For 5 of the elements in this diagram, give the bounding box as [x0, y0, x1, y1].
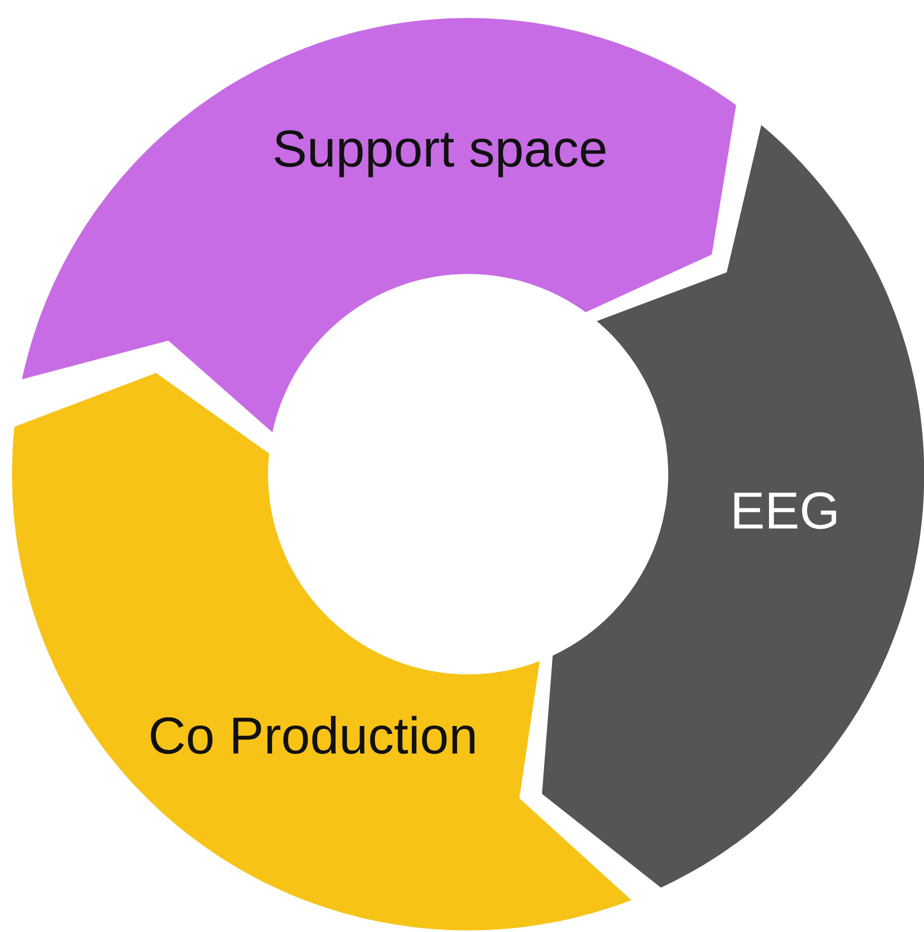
segment-label: EEG: [730, 483, 840, 541]
segment-label: Co Production: [148, 708, 478, 766]
segment-label: Support space: [272, 121, 608, 179]
cycle-segment: [12, 372, 632, 930]
cycle-segment: [22, 18, 736, 432]
